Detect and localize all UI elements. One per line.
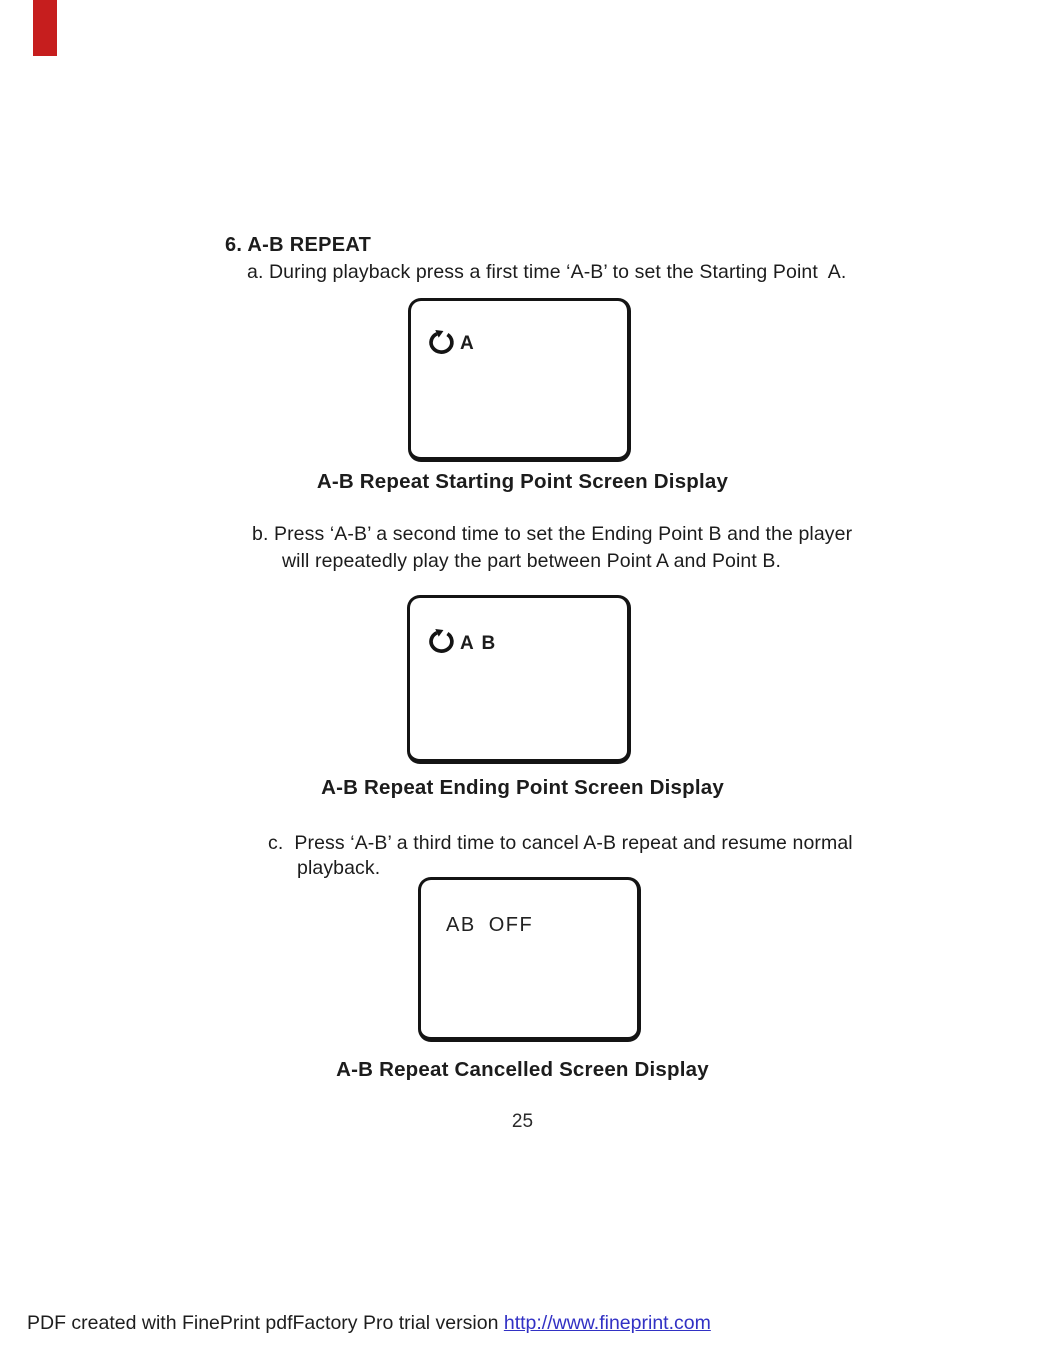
footer: PDF created with FinePrint pdfFactory Pr… bbox=[27, 1312, 711, 1335]
step-a-text: a. During playback press a first time ‘A… bbox=[247, 261, 847, 283]
step-c-text-line1: c. Press ‘A-B’ a third time to cancel A-… bbox=[268, 832, 853, 854]
footer-text: PDF created with FinePrint pdfFactory Pr… bbox=[27, 1312, 504, 1334]
step-b-text-line2: will repeatedly play the part between Po… bbox=[282, 550, 782, 572]
page-number: 25 bbox=[511, 1111, 534, 1132]
repeat-icon bbox=[426, 328, 458, 362]
step-b-text-line1: b. Press ‘A-B’ a second time to set the … bbox=[252, 523, 853, 545]
repeat-icon bbox=[426, 627, 458, 661]
caption-starting: A-B Repeat Starting Point Screen Display bbox=[316, 470, 729, 493]
ab-off-label: AB OFF bbox=[446, 914, 534, 936]
screen-display-cancelled: AB OFF bbox=[418, 877, 641, 1042]
point-a-label: A bbox=[460, 333, 476, 354]
caption-cancelled: A-B Repeat Cancelled Screen Display bbox=[336, 1058, 709, 1081]
step-c-text-line2: playback. bbox=[297, 857, 381, 879]
screen-display-ending: A B bbox=[407, 595, 631, 764]
screen-display-starting: A bbox=[408, 298, 631, 462]
fineprint-link[interactable]: http://www.fineprint.com bbox=[503, 1312, 711, 1334]
caption-ending: A-B Repeat Ending Point Screen Display bbox=[321, 776, 724, 799]
point-ab-label: A B bbox=[460, 633, 498, 654]
section-heading: 6. A-B REPEAT bbox=[225, 234, 372, 256]
red-scan-mark bbox=[33, 0, 57, 56]
